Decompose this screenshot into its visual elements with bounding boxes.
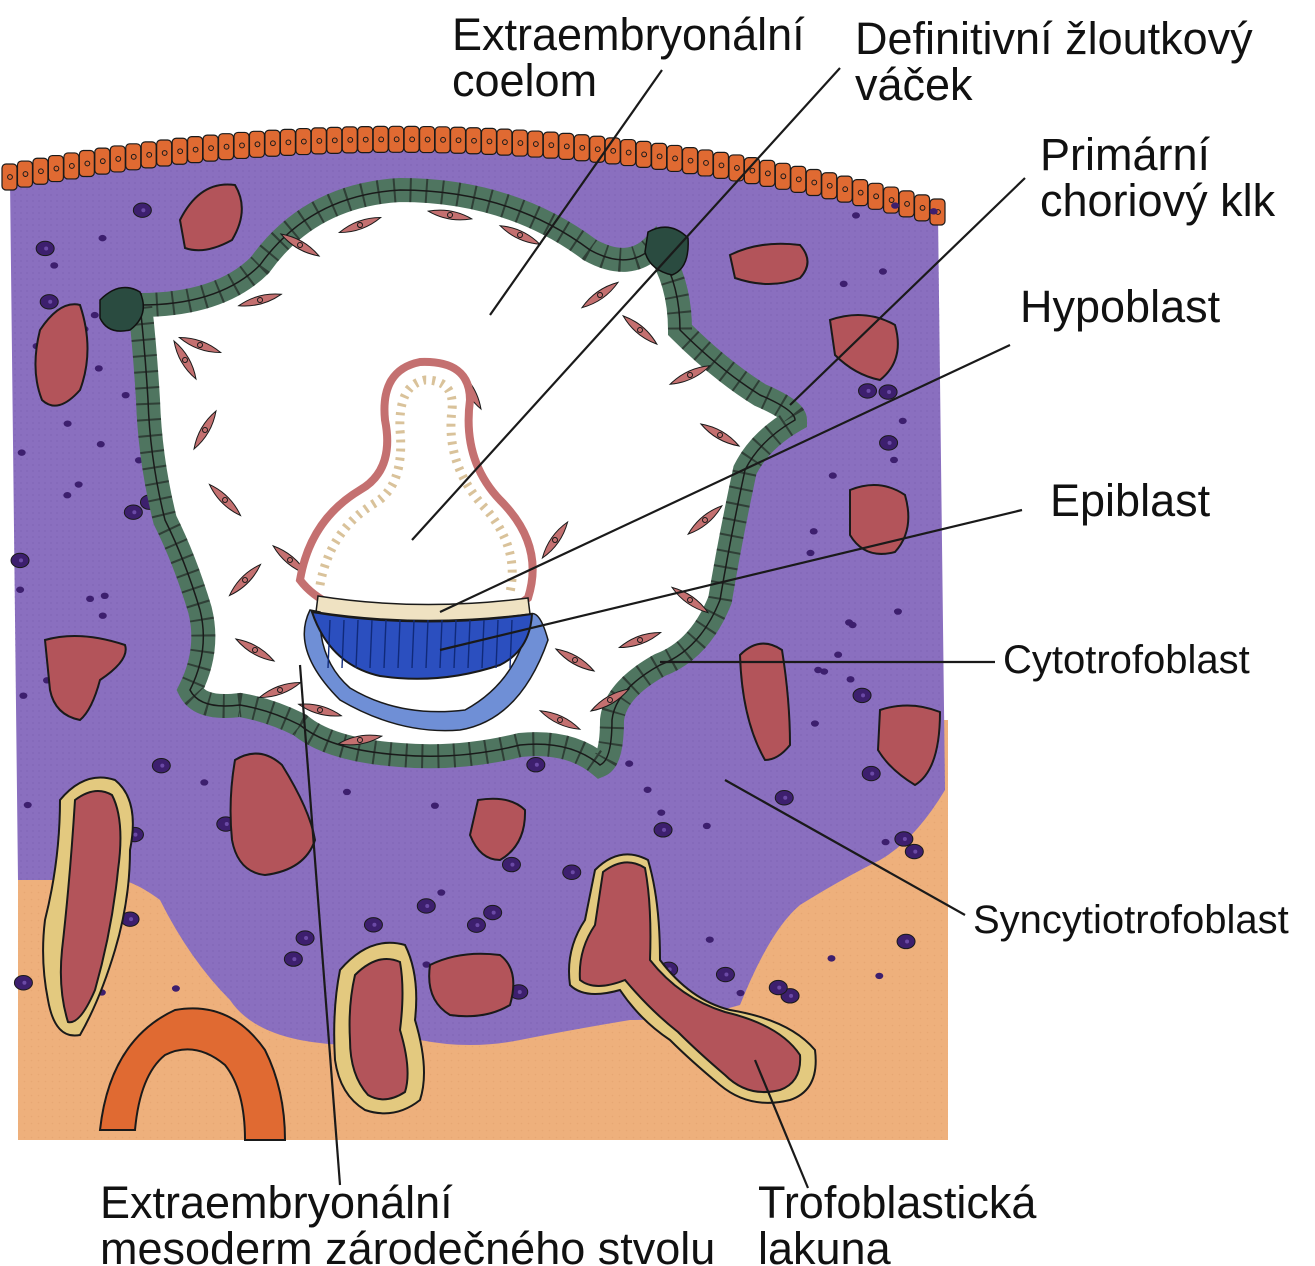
label-extraembryonic-mesoderm-stalk-line2: mesoderm zárodečného stvolu [100,1226,715,1266]
label-primary-chorionic-villus: Primární choriový klk [1040,132,1275,224]
label-epiblast: Epiblast [1050,478,1210,524]
label-definitive-yolk-sac-line2: váček [855,62,1253,108]
label-extraembryonic-coelom-line2: coelom [452,58,805,104]
label-trophoblastic-lacuna-line1: Trofoblastická [758,1180,1036,1226]
label-hypoblast: Hypoblast [1020,284,1220,330]
label-extraembryonic-coelom-line1: Extraembryonální [452,12,805,58]
label-extraembryonic-mesoderm-stalk-line1: Extraembryonální [100,1180,715,1226]
label-definitive-yolk-sac-line1: Definitivní žloutkový [855,16,1253,62]
label-syncytiotrophoblast: Syncytiotrofoblast [973,900,1289,941]
label-extraembryonic-coelom: Extraembryonální coelom [452,12,805,104]
label-primary-chorionic-villus-line1: Primární [1040,132,1275,178]
label-trophoblastic-lacuna-line2: lakuna [758,1226,1036,1266]
label-cytotrophoblast: Cytotrofoblast [1003,640,1250,681]
label-extraembryonic-mesoderm-stalk: Extraembryonální mesoderm zárodečného st… [100,1180,715,1266]
label-definitive-yolk-sac: Definitivní žloutkový váček [855,16,1253,108]
label-trophoblastic-lacuna: Trofoblastická lakuna [758,1180,1036,1266]
label-primary-chorionic-villus-line2: choriový klk [1040,178,1275,224]
